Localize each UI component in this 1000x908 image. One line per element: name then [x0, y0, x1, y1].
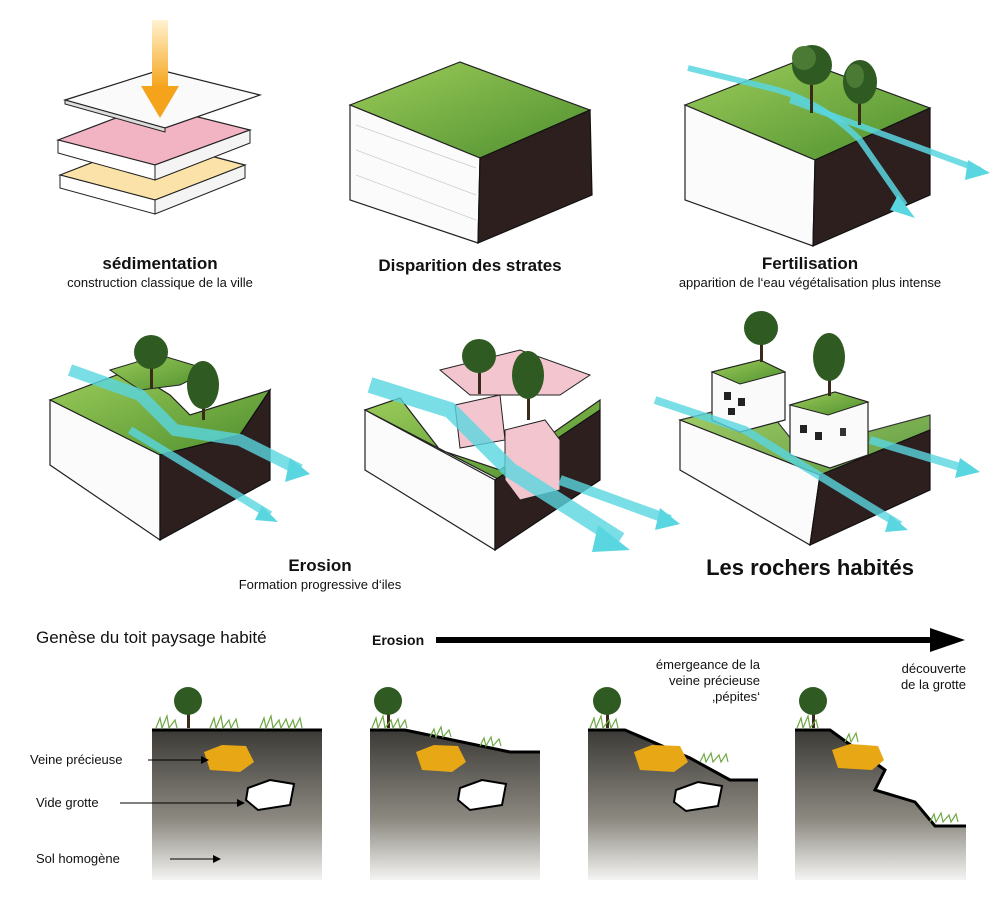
- stage4-note-line: découverte: [901, 661, 966, 676]
- tree-icon: [462, 339, 496, 394]
- stage3-note-line: ‚pépites‘: [712, 689, 760, 704]
- tree-icon: [792, 45, 832, 113]
- caption-erosion: Erosion Formation progressive d‘iles: [200, 556, 440, 594]
- diagram-sedimentation: [56, 20, 263, 215]
- caption-title: Les rochers habités: [706, 555, 914, 580]
- caption-sedimentation: sédimentation construction classique de …: [30, 254, 290, 292]
- erosion-arrow-label: Erosion: [372, 632, 425, 648]
- tree-icon: [813, 333, 845, 396]
- caption-disparition: Disparition des strates: [340, 256, 600, 276]
- tree-icon: [593, 687, 621, 728]
- diagram-erosion-1: [48, 335, 310, 542]
- diagram-rochers-habites: [653, 311, 980, 547]
- caption-fertilisation: Fertilisation apparition de l‘eau végéta…: [640, 254, 980, 292]
- section-heading: Genèse du toit paysage habité: [36, 628, 267, 647]
- legend-vein: Veine précieuse: [30, 752, 123, 767]
- diagram-erosion-2: [363, 339, 680, 552]
- caption-title: Disparition des strates: [378, 256, 562, 275]
- stage3-note-line: émergeance de la: [655, 657, 760, 672]
- diagram-disparition: [348, 61, 593, 244]
- caption-subtitle: apparition de l‘eau végétalisation plus …: [678, 275, 942, 290]
- cross-section-stage-2: [370, 687, 540, 880]
- caption-subtitle: Formation progressive d‘iles: [238, 577, 402, 592]
- tree-icon: [799, 687, 827, 728]
- house-icon: [788, 391, 870, 469]
- tree-icon: [843, 60, 877, 125]
- caption-title: Fertilisation: [761, 254, 859, 273]
- caption-rochers-habites: Les rochers habités: [680, 555, 940, 581]
- tree-icon: [174, 687, 202, 728]
- stage4-note-line: de la grotte: [900, 677, 966, 692]
- stage4-note: découverte de la grotte: [860, 661, 966, 693]
- house-icon: [710, 359, 787, 433]
- legend-soil: Sol homogène: [36, 851, 120, 866]
- stage3-note-line: veine précieuse: [668, 673, 760, 688]
- tree-icon: [744, 311, 778, 362]
- cross-section-stage-3: [588, 687, 758, 880]
- caption-title: sédimentation: [102, 254, 218, 273]
- erosion-timeline-arrow: [436, 628, 965, 652]
- tree-icon: [512, 351, 544, 420]
- legend-cave: Vide grotte: [36, 795, 99, 810]
- cross-section-stage-4: [795, 687, 966, 880]
- tree-icon: [187, 361, 219, 420]
- cross-section-stage-1: [152, 687, 322, 880]
- caption-title: Erosion: [288, 556, 352, 575]
- diagram-fertilisation: [683, 45, 990, 247]
- tree-icon: [374, 687, 402, 728]
- stage3-note: émergeance de la veine précieuse ‚pépite…: [610, 657, 760, 705]
- caption-subtitle: construction classique de la ville: [67, 275, 253, 290]
- tree-icon: [134, 335, 168, 388]
